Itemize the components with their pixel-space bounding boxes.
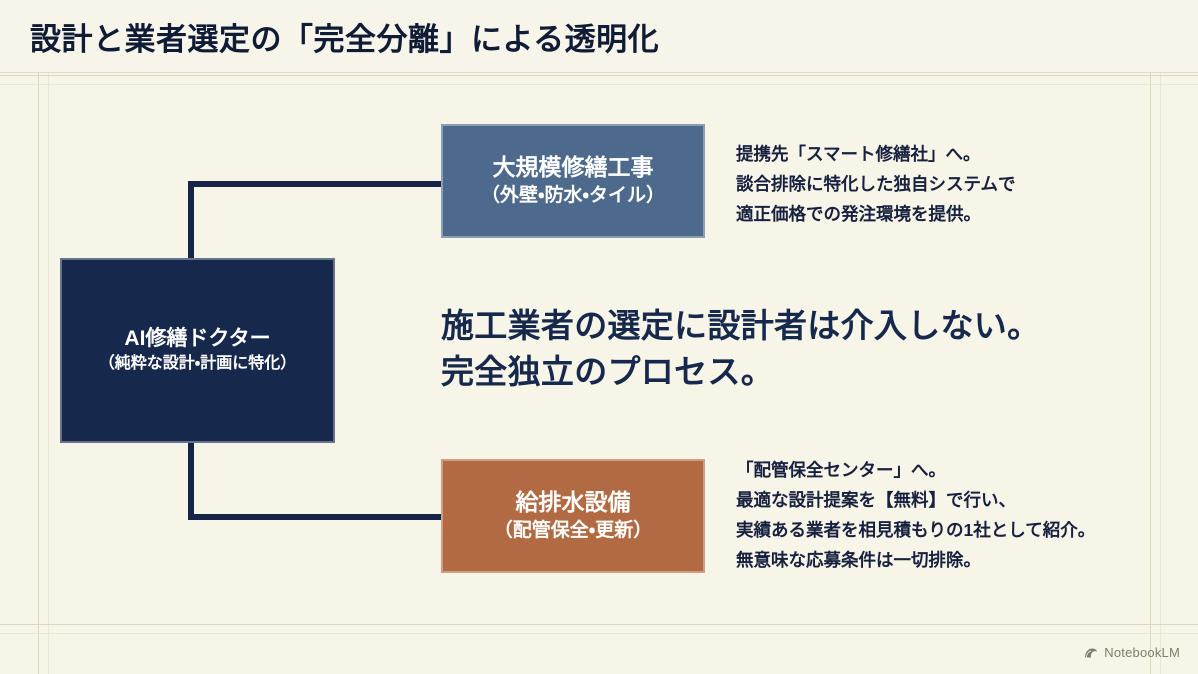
grid-line-vertical	[1160, 0, 1161, 674]
statement-line: 施工業者の選定に設計者は介入しない。	[441, 307, 1041, 344]
connector-vertical-bottom	[188, 438, 194, 520]
grid-line-vertical	[38, 0, 39, 674]
grid-line-horizontal	[0, 633, 1198, 634]
description-line: 談合排除に特化した独自システムで	[736, 174, 1016, 195]
title-divider	[0, 72, 1198, 73]
node-large-scale-repair[interactable]: 大規模修繕工事 （外壁・防水・タイル）	[441, 124, 705, 238]
node-title: AI修繕ドクター	[124, 326, 271, 350]
node-subtitle: （純粋な設計・計画に特化）	[98, 355, 297, 373]
notebooklm-watermark: NotebookLM	[1084, 645, 1180, 660]
description-line: 最適な設計提案を【無料】で行い、	[736, 490, 1016, 511]
description-bottom: 「配管保全センター」へ。 最適な設計提案を【無料】で行い、 実績ある業者を相見積…	[736, 455, 1095, 575]
description-line: 提携先「スマート修繕社」へ。	[736, 144, 981, 164]
connector-vertical-top	[188, 181, 194, 263]
node-subtitle: （外壁・防水・タイル）	[481, 185, 665, 207]
connector-horizontal-bottom	[188, 514, 443, 520]
page-title: 設計と業者選定の「完全分離」による透明化	[30, 21, 660, 57]
statement-line: 完全独立のプロセス。	[441, 352, 774, 390]
grid-line-horizontal	[0, 624, 1198, 625]
connector-horizontal-top	[188, 181, 443, 187]
node-title: 大規模修繕工事	[492, 154, 654, 181]
key-statement: 施工業者の選定に設計者は介入しない。 完全独立のプロセス。	[441, 303, 1040, 394]
notebooklm-icon	[1084, 646, 1098, 660]
node-subtitle: （配管保全・更新）	[493, 520, 653, 542]
grid-line-horizontal	[0, 84, 1198, 85]
watermark-label: NotebookLM	[1104, 645, 1180, 660]
node-title: 給排水設備	[515, 489, 631, 516]
description-top: 提携先「スマート修繕社」へ。 談合排除に特化した独自システムで 適正価格での発注…	[736, 139, 1015, 229]
description-line: 実績ある業者を相見積もりの1社として紹介。	[736, 520, 1096, 541]
description-line: 無意味な応募条件は一切排除。	[736, 550, 981, 571]
grid-line-vertical	[48, 0, 49, 674]
grid-line-horizontal	[0, 75, 1198, 76]
node-water-supply-equipment[interactable]: 給排水設備 （配管保全・更新）	[441, 459, 705, 573]
grid-line-vertical	[1150, 0, 1151, 674]
slide-header: 設計と業者選定の「完全分離」による透明化	[0, 0, 1198, 72]
description-line: 「配管保全センター」へ。	[736, 460, 946, 480]
node-ai-repair-doctor[interactable]: AI修繕ドクター （純粋な設計・計画に特化）	[60, 258, 335, 443]
description-line: 適正価格での発注環境を提供。	[736, 204, 981, 225]
